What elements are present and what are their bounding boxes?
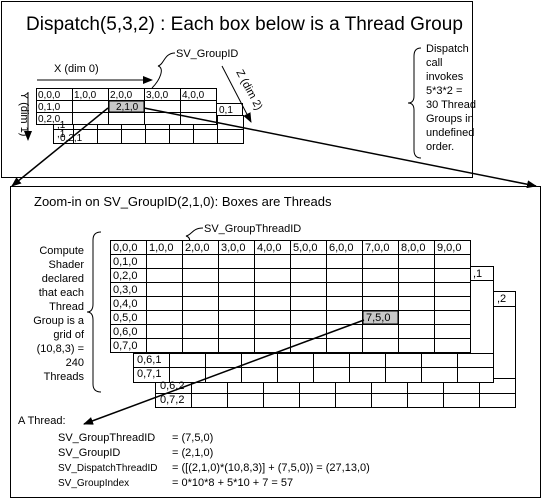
thread-label-highlight: 7,5,0	[366, 312, 390, 324]
thread-var-value: = ([(2,1,0)*(10,8,3)] + (7,5,0)) = (27,1…	[172, 462, 370, 474]
top-frame	[1, 1, 473, 178]
thread-var-name: SV_DispatchThreadID	[58, 463, 158, 474]
group-label: 2,0,0	[110, 90, 133, 101]
thread-var-value: = (2,1,0)	[172, 447, 213, 459]
shader-note-line: grid of	[53, 329, 85, 341]
thread-grid: 0,0,0 1,0,0 2,0,0 3,0,0 4,0,0 5,0,0 6,0,…	[110, 240, 516, 408]
thread-label: 0,7,0	[113, 340, 137, 352]
group-label: 4,0,0	[182, 90, 205, 101]
sv-groupid-pointer	[151, 52, 176, 89]
group-grid: 0,0,0 1,0,0 2,0,0 3,0,0 4,0,0 0,1,0 0,2,…	[36, 88, 244, 144]
shader-note-line: that each	[39, 287, 84, 299]
thread-label: 0,4,0	[113, 298, 137, 310]
thread-label: 8,0,0	[401, 242, 425, 254]
thread-detail-arrow	[83, 319, 365, 425]
thread-back-label: ,2	[497, 293, 506, 305]
thread-details: SV_GroupThreadID = (7,5,0) SV_GroupID = …	[58, 432, 370, 489]
thread-back-label: 0,7,1	[137, 368, 161, 380]
thread-label: 5,0,0	[293, 242, 317, 254]
group-back-label: ,1	[57, 129, 66, 140]
shader-note: Compute Shader declared that each Thread…	[33, 245, 85, 383]
x-axis-label: X (dim 0)	[54, 63, 99, 75]
thread-back-label: ,1	[473, 268, 482, 280]
dispatch-note-line: order.	[426, 141, 454, 153]
thread-label: 2,0,0	[185, 242, 209, 254]
dispatch-brace	[407, 47, 422, 159]
thread-label: 0,3,0	[113, 284, 137, 296]
thread-label: 0,0,0	[113, 242, 137, 254]
thread-label: 3,0,0	[221, 242, 245, 254]
thread-var-value: = 0*10*8 + 5*10 + 7 = 57	[172, 477, 293, 489]
thread-grid-layer-0	[110, 240, 471, 353]
thread-back-label: 0,7,2	[160, 394, 184, 406]
thread-back-label: 0,6,1	[137, 354, 161, 366]
shader-note-line: declared	[42, 273, 84, 285]
thread-label: 6,0,0	[329, 242, 353, 254]
shader-note-line: Group is a	[33, 315, 85, 327]
shader-note-line: Threads	[44, 371, 85, 383]
dispatch-note-line: Dispatch	[426, 43, 469, 55]
shader-brace	[86, 231, 102, 393]
group-label: 0,0,0	[38, 90, 61, 101]
group-label: 0,1,0	[38, 102, 61, 113]
thread-label: 1,0,0	[149, 242, 173, 254]
thread-back-label: 0,6,2	[160, 380, 184, 392]
highlighted-group-cell	[108, 100, 145, 113]
zoom-arrow-right	[143, 107, 537, 189]
shader-note-line: 240	[66, 357, 84, 369]
dispatch-note-line: invokes	[426, 71, 464, 83]
thread-var-name: SV_GroupThreadID	[58, 432, 155, 444]
zoom-title: Zoom-in on SV_GroupID(2,1,0): Boxes are …	[34, 194, 332, 209]
group-label: 0,2,0	[38, 114, 61, 125]
thread-var-value: = (7,5,0)	[172, 432, 213, 444]
group-label: 1,0,0	[74, 90, 97, 101]
thread-label: 0,2,0	[113, 270, 137, 282]
group-label: 3,0,0	[146, 90, 169, 101]
page-title: Dispatch(5,3,2) : Each box below is a Th…	[26, 14, 463, 35]
highlighted-thread-cell	[362, 310, 399, 325]
dispatch-note-line: call	[426, 57, 443, 69]
thread-var-name: SV_GroupIndex	[58, 478, 129, 489]
y-axis-label: Y (dim 1)	[18, 92, 30, 136]
shader-note-line: (10,8,3) =	[37, 343, 84, 355]
thread-label: 7,0,0	[365, 242, 389, 254]
sv-groupid-label: SV_GroupID	[176, 48, 238, 60]
dispatch-note: Dispatch call invokes 5*3*2 = 30 Thread …	[426, 43, 476, 153]
group-back-label: 0,1	[219, 105, 233, 116]
thread-label: 0,1,0	[113, 256, 137, 268]
thread-label: 4,0,0	[257, 242, 281, 254]
thread-label: 0,6,0	[113, 326, 137, 338]
shader-note-line: Compute	[39, 245, 84, 257]
dispatch-note-line: 5*3*2 =	[426, 85, 462, 97]
thread-label: 0,5,0	[113, 312, 137, 324]
thread-heading: A Thread:	[18, 415, 66, 427]
shader-note-line: Thread	[49, 301, 84, 313]
dispatch-note-line: 30 Thread	[426, 99, 476, 111]
zoom-frame	[10, 186, 541, 498]
dispatch-note-line: undefined	[426, 127, 474, 139]
sv-groupthreadid-label: SV_GroupThreadID	[204, 223, 301, 235]
zoom-arrow-left	[11, 107, 109, 187]
shader-note-line: Shader	[49, 259, 85, 271]
group-label-highlight: 2,1,0	[116, 102, 139, 113]
thread-label: 9,0,0	[437, 242, 461, 254]
thread-var-name: SV_GroupID	[58, 447, 120, 459]
dispatch-note-line: Groups in	[426, 113, 474, 125]
group-back-label: ,1	[57, 120, 66, 131]
z-axis-arrow	[221, 65, 252, 123]
